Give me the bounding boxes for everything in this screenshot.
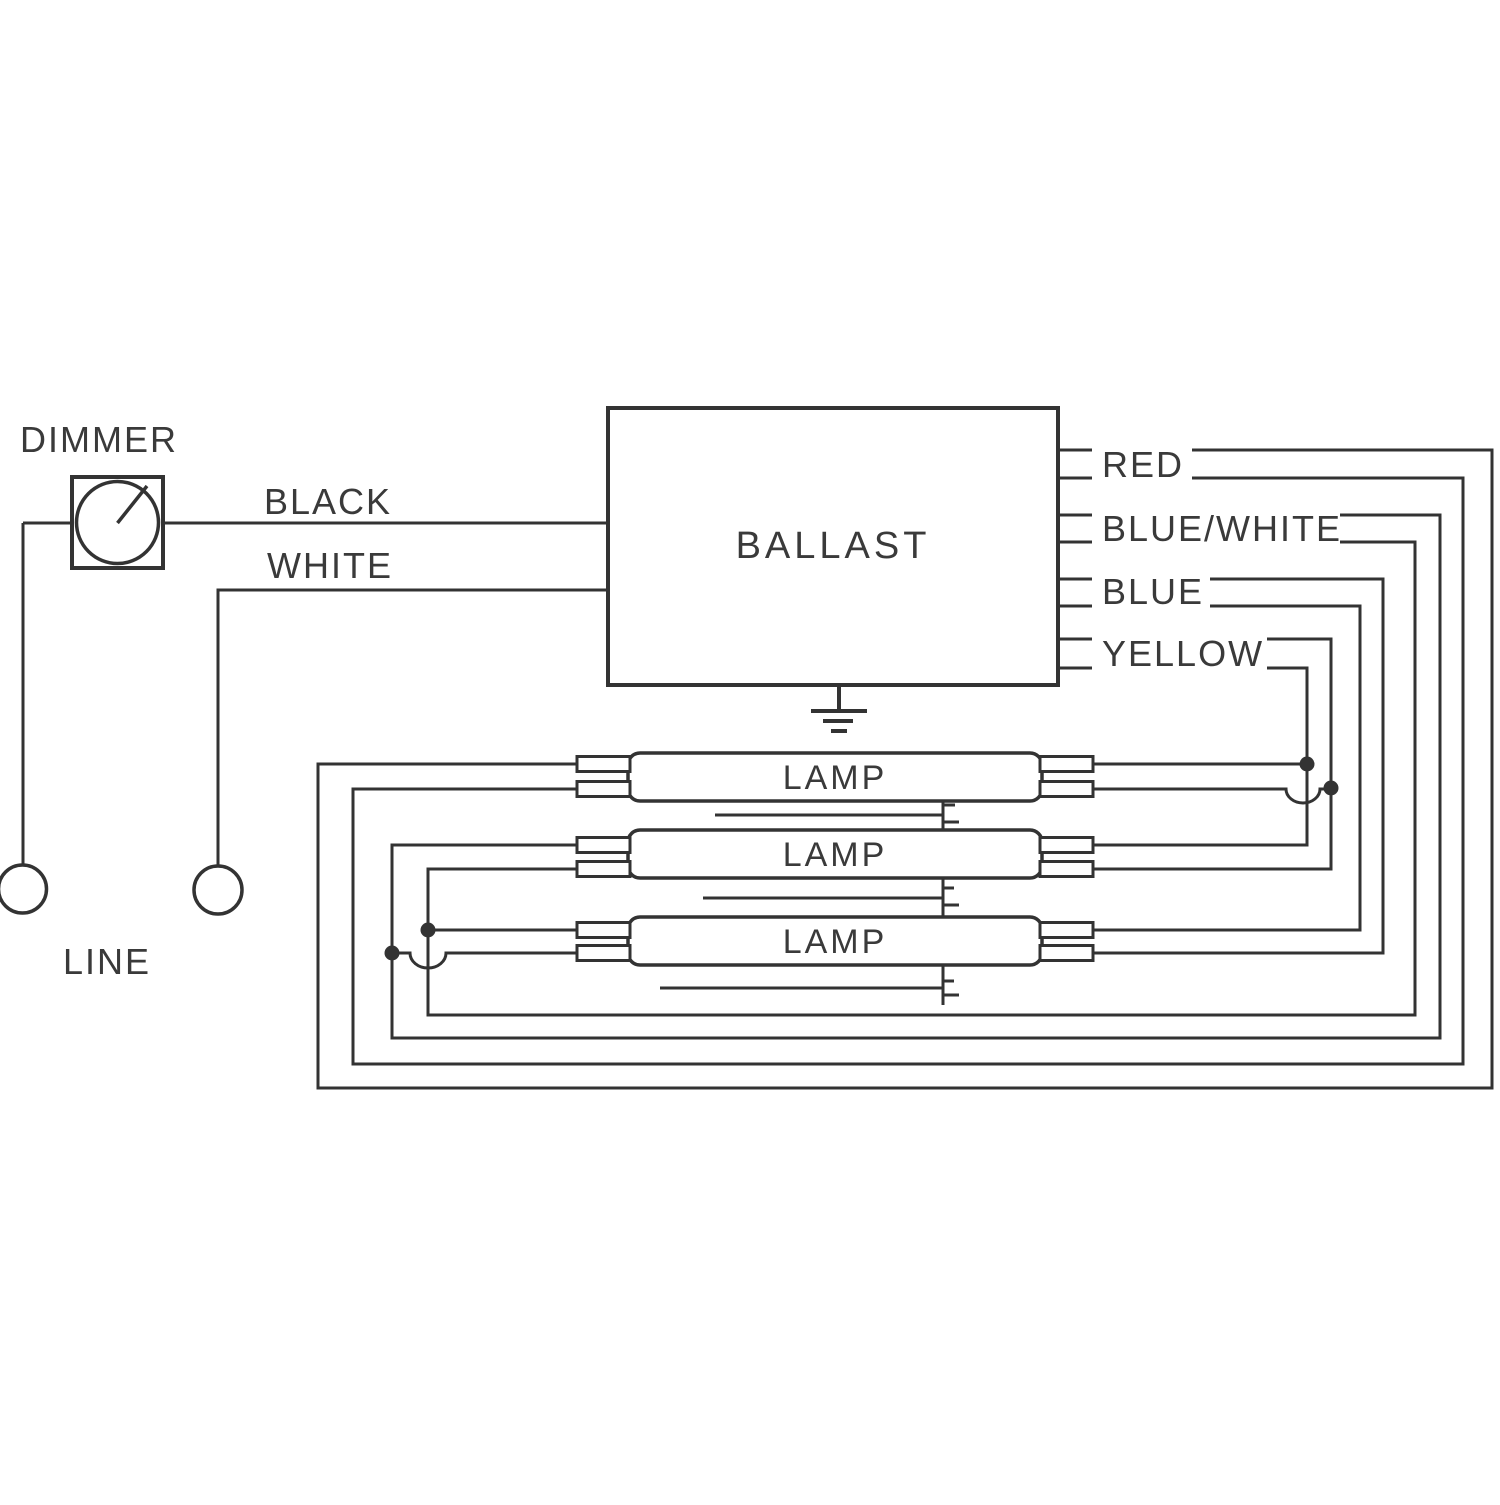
red-wire-label: RED xyxy=(1102,444,1184,485)
lamp-2 xyxy=(575,828,1095,918)
lamp-tube xyxy=(626,751,1044,803)
lamp-pin xyxy=(1038,921,1095,939)
dimmer-knob-circle xyxy=(74,479,161,566)
yellow-wire-upper-run xyxy=(1092,637,1333,871)
lamp-pin xyxy=(1038,944,1095,962)
ballast-output-stubs xyxy=(1058,448,1092,670)
labels: DIMMER BLACK WHITE LINE BALLAST RED BLUE… xyxy=(20,419,1342,982)
junction-dot xyxy=(384,945,400,961)
junction-dot xyxy=(420,922,436,938)
ballast-box xyxy=(606,406,1060,687)
lamp3-label: LAMP xyxy=(783,923,888,961)
red-wire-upper-run xyxy=(316,448,1494,1090)
ground-symbol xyxy=(811,685,867,733)
line-input xyxy=(0,523,608,916)
blue-wire-upper-run xyxy=(1092,577,1385,955)
lamp3-bottom-left-wire-hop xyxy=(392,951,577,970)
lamp-1 xyxy=(575,751,1095,831)
blue-wire-label: BLUE xyxy=(1102,571,1204,612)
blue-white-wire-upper-run xyxy=(390,513,1442,1040)
lamp-pin xyxy=(575,944,632,962)
junction-dots xyxy=(384,756,1339,961)
lamp-pin xyxy=(1038,755,1095,773)
black-wire-label: BLACK xyxy=(264,481,392,522)
blue-white-wire-label: BLUE/WHITE xyxy=(1102,508,1342,549)
lamp2-label: LAMP xyxy=(783,836,888,874)
wires xyxy=(316,448,1494,1090)
blue-wire-lower-run xyxy=(1092,604,1362,932)
dimmer xyxy=(23,475,608,570)
line-terminal-hot xyxy=(0,863,49,915)
lamp-cathode-connector xyxy=(715,801,959,831)
lamp-3 xyxy=(575,915,1095,1005)
line-terminal-neutral xyxy=(192,864,244,916)
line-label: LINE xyxy=(63,941,151,982)
lamp-pin xyxy=(575,860,632,878)
lamp-pin xyxy=(1038,860,1095,878)
red-wire-lower-run xyxy=(351,476,1465,1066)
lamp-cathode-connector xyxy=(703,878,959,918)
ballast-label: BALLAST xyxy=(736,525,931,567)
junction-dot xyxy=(1299,756,1315,772)
junction-dot xyxy=(1323,780,1339,796)
blue-white-wire-lower-run xyxy=(426,540,1417,1017)
lamp-pin xyxy=(1038,780,1095,798)
lamp-pin xyxy=(575,921,632,939)
white-wire-label: WHITE xyxy=(267,545,393,586)
dimmer-label: DIMMER xyxy=(20,419,178,460)
dimmer-knob-pointer xyxy=(116,484,149,525)
lamp-cathode-connector xyxy=(660,965,959,1005)
lamp-pin xyxy=(575,755,632,773)
lamp-tube xyxy=(626,915,1044,967)
lamp-pin xyxy=(575,780,632,798)
ballast xyxy=(606,406,1092,733)
white-wire-run xyxy=(216,588,608,865)
yellow-wire-lower-run xyxy=(1092,666,1309,847)
lamp-pin xyxy=(575,836,632,854)
lamp1-label: LAMP xyxy=(783,759,888,797)
lamp-pin xyxy=(1038,836,1095,854)
yellow-wire-label: YELLOW xyxy=(1102,633,1264,674)
lamp1-bottom-right-wire-hop xyxy=(1092,787,1331,805)
